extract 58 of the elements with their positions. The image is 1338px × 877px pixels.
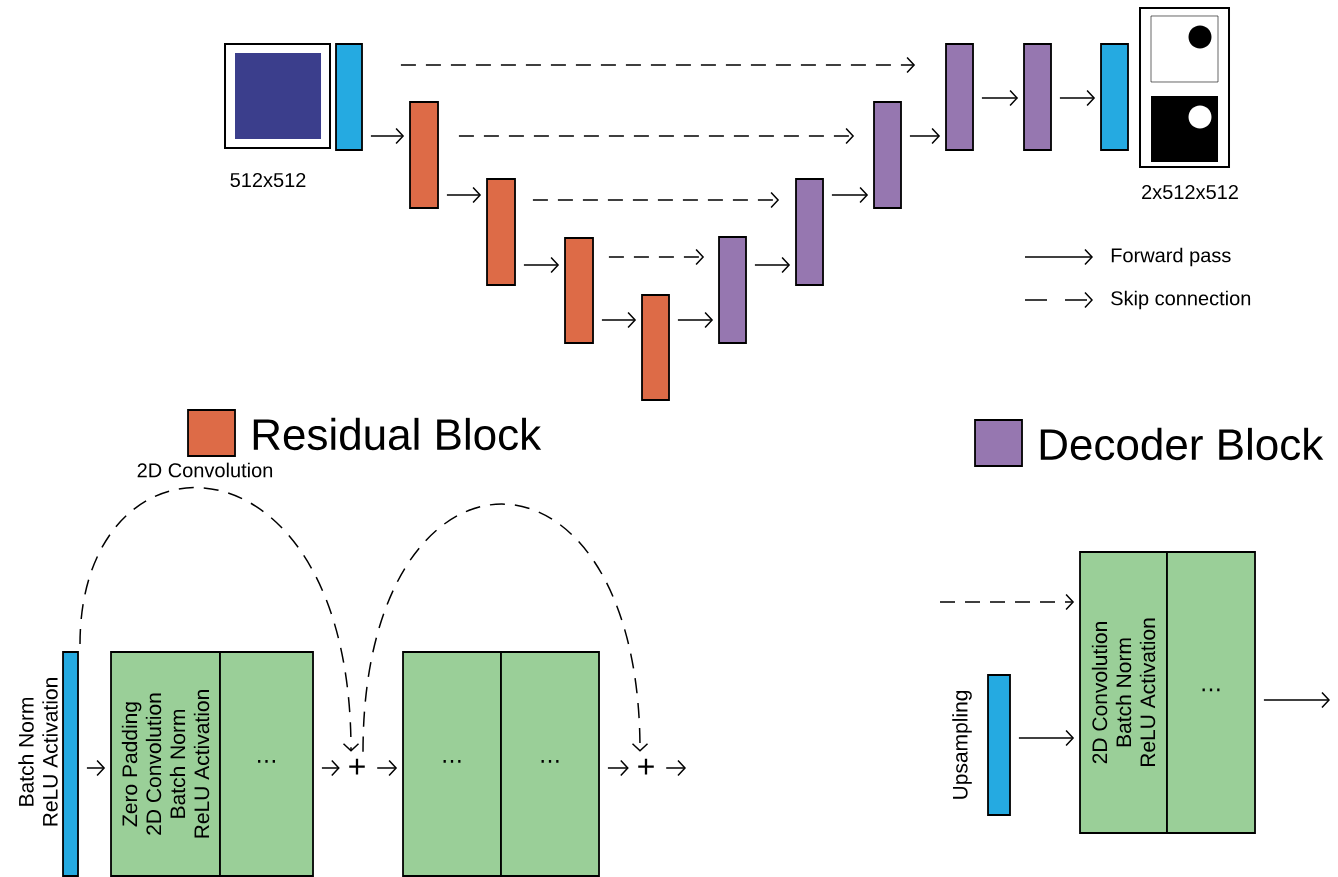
- arrow: [321, 759, 340, 777]
- layer-label: Batch Norm ReLU Activation: [18, 678, 58, 826]
- layer-label: Upsampling: [952, 690, 972, 799]
- node-label: Zero Padding 2D Convolution Batch Norm ReLU Activation: [121, 690, 210, 838]
- arrow: [1059, 89, 1096, 107]
- legend-label: Skip connection: [1111, 290, 1251, 310]
- arrow: [400, 56, 916, 74]
- size-label: 2x512x512: [1142, 184, 1238, 200]
- arrow: [446, 186, 482, 204]
- layer-box: ⋯: [402, 651, 502, 877]
- layer-bar: [1100, 43, 1129, 151]
- arrow: [939, 593, 1075, 611]
- layer-box: ⋯: [500, 651, 600, 877]
- arrow: [532, 191, 780, 209]
- plus-sign: +: [349, 758, 365, 775]
- arrow: [523, 256, 560, 274]
- input-image: [224, 43, 331, 149]
- arrow: [86, 759, 106, 777]
- residual-block: [486, 178, 516, 286]
- decoder-block: [945, 43, 974, 151]
- arrow: [376, 759, 398, 777]
- residual-block: [641, 294, 670, 401]
- layer-bar: [62, 651, 79, 877]
- arrow: [601, 311, 637, 329]
- arrow: [754, 256, 791, 274]
- arrow: [370, 127, 405, 145]
- output-mask-image: [1139, 7, 1230, 168]
- plus-sign: +: [638, 758, 654, 775]
- layer-bar: [987, 674, 1011, 816]
- arrow: [1018, 729, 1075, 747]
- decoder-block: [873, 101, 902, 209]
- arrow: [831, 186, 869, 204]
- decoder-block: [718, 236, 747, 344]
- arrow: [665, 759, 686, 777]
- legend-label: Decoder Block: [1040, 427, 1324, 461]
- layer-bar: [335, 43, 363, 151]
- arrow: [608, 248, 705, 266]
- arrow: [981, 89, 1019, 107]
- residual-block: [409, 101, 439, 209]
- node-label: ⋯: [443, 759, 461, 763]
- legend-label: Residual Block: [253, 417, 542, 451]
- arrow: [1263, 691, 1330, 709]
- arrow: [458, 127, 855, 145]
- arrow: [909, 127, 941, 145]
- residual-block: [564, 237, 594, 344]
- decoder-block: [795, 178, 824, 286]
- layer-box: 2D Convolution Batch Norm ReLU Activation: [1079, 551, 1168, 834]
- arrow: [79, 487, 360, 752]
- decoder-block: [1023, 43, 1052, 151]
- layer-box: ⋯: [1166, 551, 1256, 834]
- edge-label: 2D Convolution: [135, 461, 275, 479]
- size-label: 512x512: [230, 172, 306, 188]
- layer-box: ⋯: [219, 651, 314, 877]
- arrow: [362, 503, 649, 753]
- legend-label: Forward pass: [1111, 247, 1231, 267]
- arrow: [607, 759, 629, 777]
- layer-box: Zero Padding 2D Convolution Batch Norm ReLU Activation: [110, 651, 221, 877]
- arrow: [677, 311, 714, 329]
